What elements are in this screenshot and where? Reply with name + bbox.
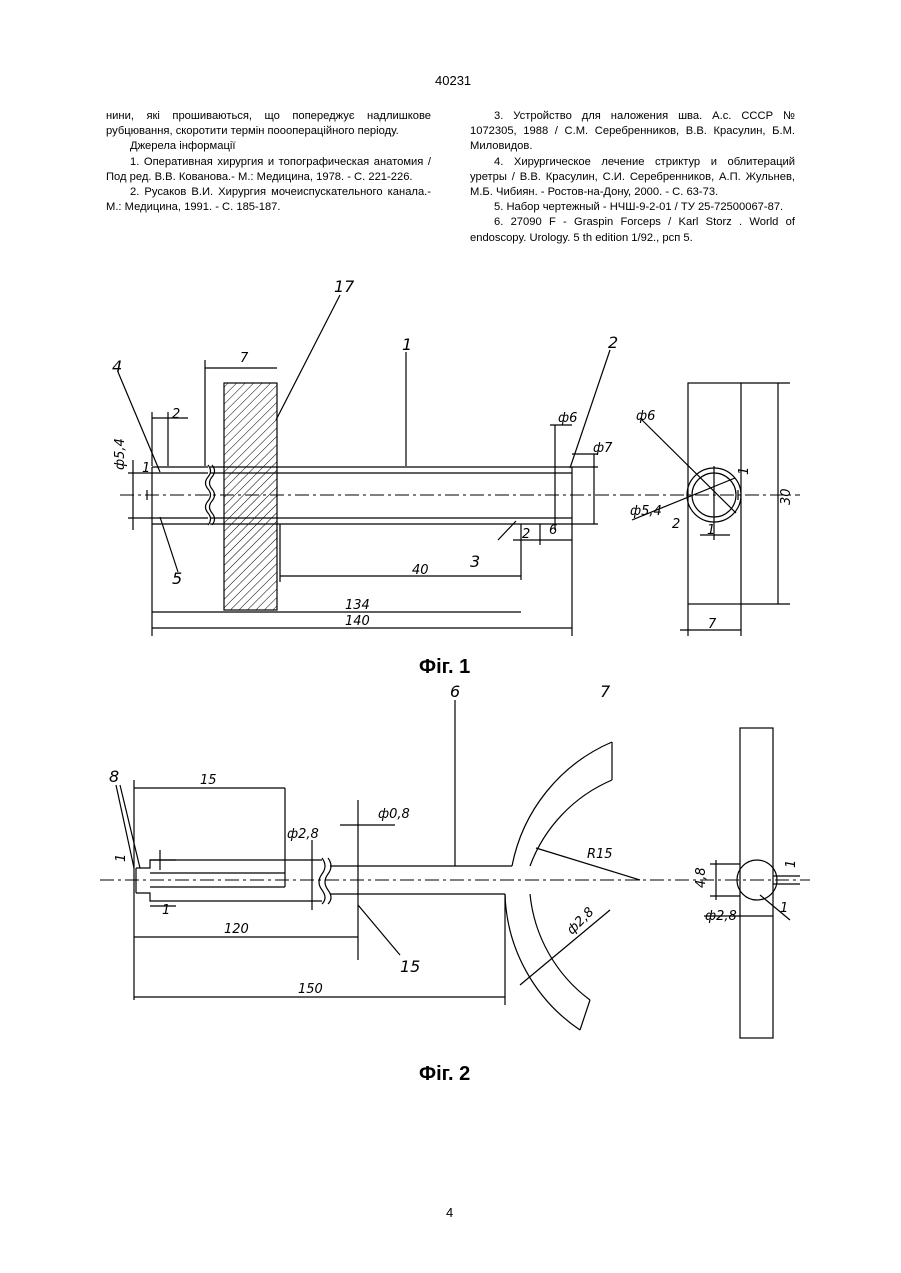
fig2-dim-phi28-arc: ф2,8 [564,905,597,938]
fig2-label-6: 6 [450,682,460,701]
fig2-dim-1: 1 [114,854,129,862]
fig2-dim-15: 15 [200,773,217,788]
fig2-side-1b: 1 [780,901,788,916]
fig2-label-8: 8 [109,767,119,786]
fig2-dim-phi28: ф2,8 [287,827,319,842]
fig2-dim-1b: 1 [162,903,170,918]
fig2-side-phi28: ф2,8 [705,909,737,924]
fig2-label-15: 15 [400,957,420,976]
fig2-dim-phi08: ф0,8 [378,807,410,822]
fig2-dim-150: 150 [298,982,323,997]
fig2-side-rod [740,728,773,1038]
fig2-dim-120: 120 [224,922,249,937]
page-number: 4 [446,1205,453,1220]
figure-2-caption: Фіг. 2 [419,1063,470,1086]
fig2-dim-R15: R15 [587,847,613,862]
fig2-side-48: 4,8 [694,867,709,888]
fig2-label-7: 7 [600,682,611,701]
fig2-side-1: 1 [784,860,799,868]
